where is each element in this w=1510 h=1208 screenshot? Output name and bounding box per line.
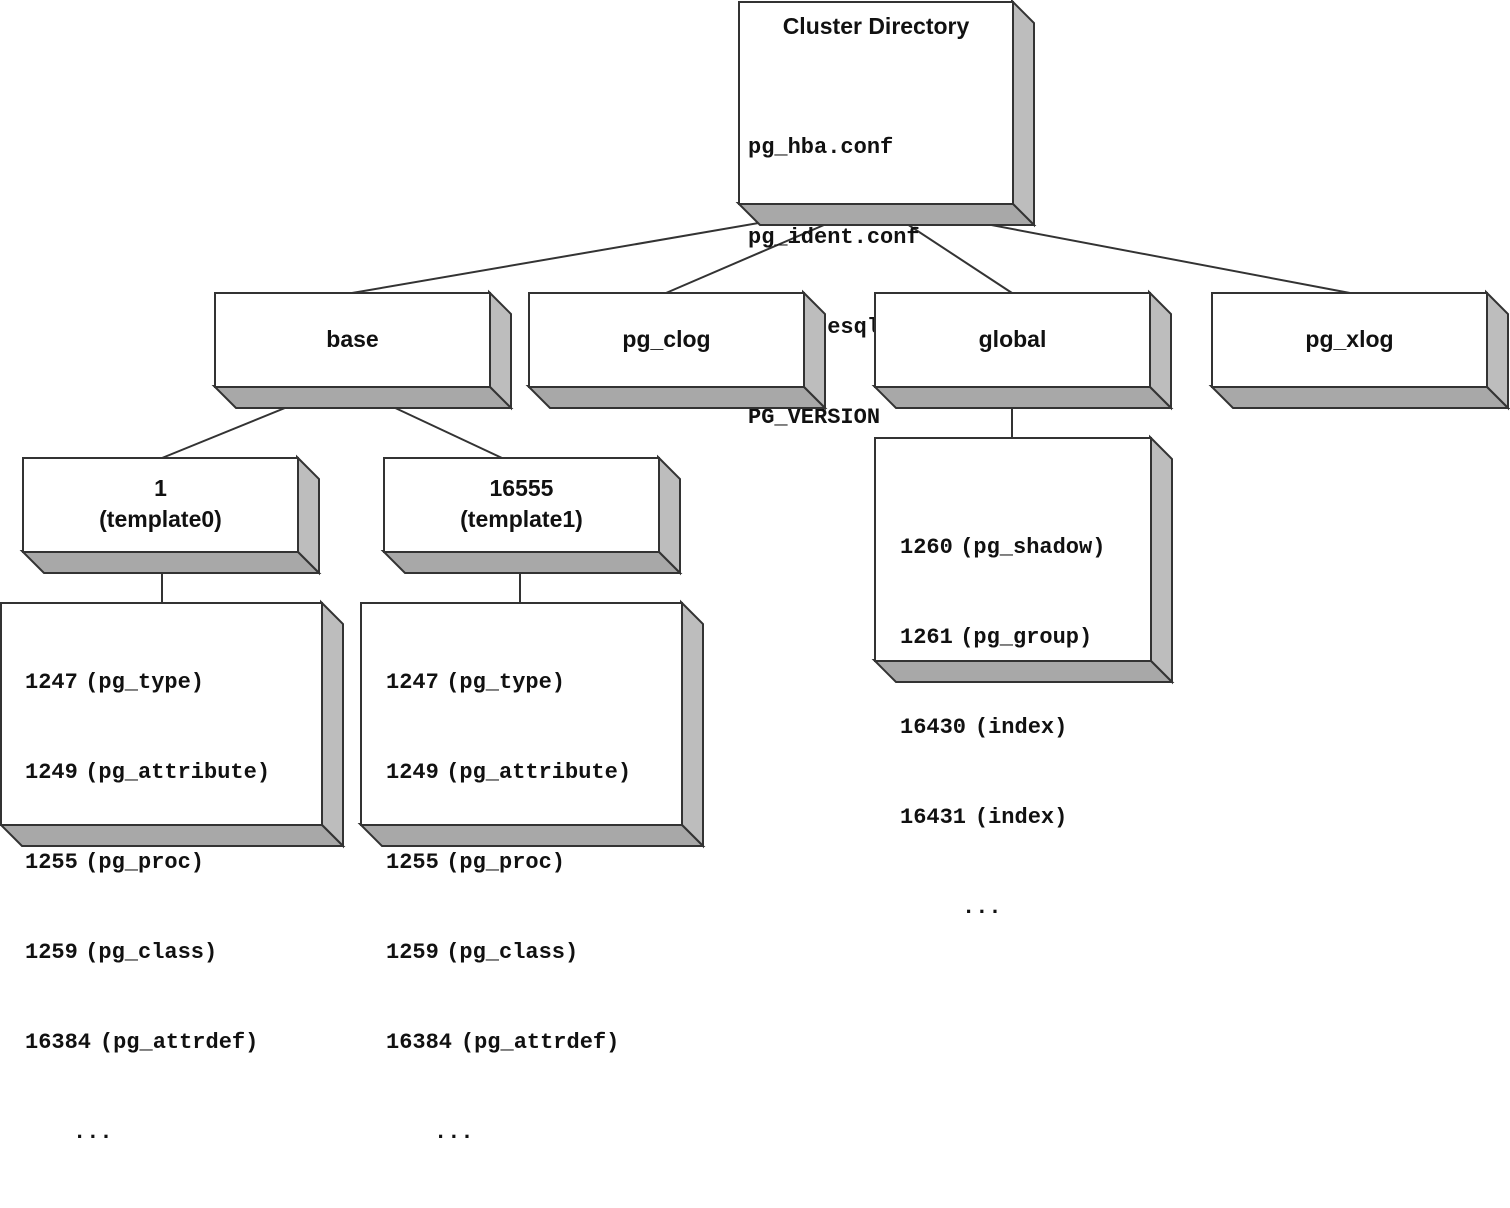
- template1-file-list: 1247 (pg_type) 1249 (pg_attribute) 1255 (pg…: [386, 608, 631, 1208]
- list-item: 1255 (pg_proc): [25, 848, 270, 878]
- list-item: 1247 (pg_type): [386, 668, 631, 698]
- global-file-list: 1260 (pg_shadow) 1261 (pg_group) 16430 (ind…: [900, 473, 1105, 983]
- template1-files-box: 1247 (pg_type) 1249 (pg_attribute) 1255 (pg…: [357, 599, 706, 1145]
- global-files-depth: [871, 434, 1175, 685]
- pg-clog-dir-label: pg_clog: [622, 326, 711, 352]
- template0-files-depth: [0, 599, 346, 849]
- list-item: 1249 (pg_attribute): [386, 758, 631, 788]
- list-item: 1259 (pg_class): [386, 938, 631, 968]
- file-name: (index): [974, 715, 1068, 740]
- template1-db-box: 16555 (template1): [380, 454, 683, 576]
- file-oid: 1259: [25, 940, 78, 965]
- list-item: 1249 (pg_attribute): [25, 758, 270, 788]
- global-files-box: 1260 (pg_shadow) 1261 (pg_group) 16430 (ind…: [871, 434, 1175, 920]
- file-name: (pg_class): [85, 940, 218, 965]
- template0-files-box: 1247 (pg_type) 1249 (pg_attribute) 1255 (pg…: [0, 599, 346, 1145]
- file-oid: 1259: [386, 940, 439, 965]
- pg-xlog-dir-box: pg_xlog: [1208, 289, 1510, 411]
- list-item: 1259 (pg_class): [25, 938, 270, 968]
- cluster-directory-box: Cluster Directory pg_hba.conf pg_ident.c…: [735, 0, 1037, 430]
- file-name: (pg_attrdef): [99, 1030, 259, 1055]
- cluster-file: pg_ident.conf: [748, 225, 920, 250]
- ellipsis: ...: [962, 895, 1002, 920]
- template0-oid: 1: [154, 475, 167, 501]
- template0-name: (template0): [99, 506, 222, 532]
- file-oid: 1247: [386, 670, 439, 695]
- file-name: (pg_group): [960, 625, 1093, 650]
- file-oid: 1247: [25, 670, 78, 695]
- file-name: (pg_proc): [85, 850, 205, 875]
- file-oid: 1255: [386, 850, 439, 875]
- pg-clog-dir-box: pg_clog: [525, 289, 828, 411]
- list-item: 16431 (index): [900, 803, 1105, 833]
- file-name: (pg_shadow): [960, 535, 1106, 560]
- file-oid: 16430: [900, 715, 967, 740]
- global-dir-label: global: [978, 326, 1047, 352]
- cluster-file: PG_VERSION: [748, 405, 881, 430]
- cluster-file: pg_hba.conf: [748, 135, 894, 160]
- global-dir-box: global: [871, 289, 1174, 411]
- file-name: (pg_attrdef): [460, 1030, 620, 1055]
- base-dir-label: base: [326, 326, 379, 352]
- list-item: 1247 (pg_type): [25, 668, 270, 698]
- list-item: 16384 (pg_attrdef): [25, 1028, 270, 1058]
- file-name: (pg_attribute): [446, 760, 632, 785]
- file-oid: 1249: [386, 760, 439, 785]
- ellipsis: ...: [73, 1120, 113, 1145]
- cluster-file-list: pg_hba.conf pg_ident.conf postgresql.con…: [748, 73, 946, 493]
- template1-name: (template1): [460, 506, 583, 532]
- template0-db-box: 1 (template0): [19, 454, 322, 576]
- file-name: (pg_type): [446, 670, 566, 695]
- list-item: 16430 (index): [900, 713, 1105, 743]
- file-oid: 1249: [25, 760, 78, 785]
- list-item: 1260 (pg_shadow): [900, 533, 1105, 563]
- file-name: (pg_attribute): [85, 760, 271, 785]
- file-oid: 1261: [900, 625, 953, 650]
- template0-db-depth: [19, 454, 322, 576]
- file-oid: 16431: [900, 805, 967, 830]
- ellipsis: ...: [434, 1120, 474, 1145]
- template1-oid: 16555: [489, 475, 554, 501]
- file-oid: 16384: [25, 1030, 92, 1055]
- template0-file-list: 1247 (pg_type) 1249 (pg_attribute) 1255 (pg…: [25, 608, 270, 1208]
- file-oid: 16384: [386, 1030, 453, 1055]
- file-name: (pg_proc): [446, 850, 566, 875]
- file-oid: 1260: [900, 535, 953, 560]
- cluster-directory-title: Cluster Directory: [782, 13, 970, 39]
- file-oid: 1255: [25, 850, 78, 875]
- file-name: (index): [974, 805, 1068, 830]
- list-item: 1261 (pg_group): [900, 623, 1105, 653]
- list-item: 1255 (pg_proc): [386, 848, 631, 878]
- pg-xlog-dir-label: pg_xlog: [1305, 326, 1394, 352]
- file-name: (pg_class): [446, 940, 579, 965]
- base-dir-box: base: [211, 289, 514, 411]
- list-item: 16384 (pg_attrdef): [386, 1028, 631, 1058]
- file-name: (pg_type): [85, 670, 205, 695]
